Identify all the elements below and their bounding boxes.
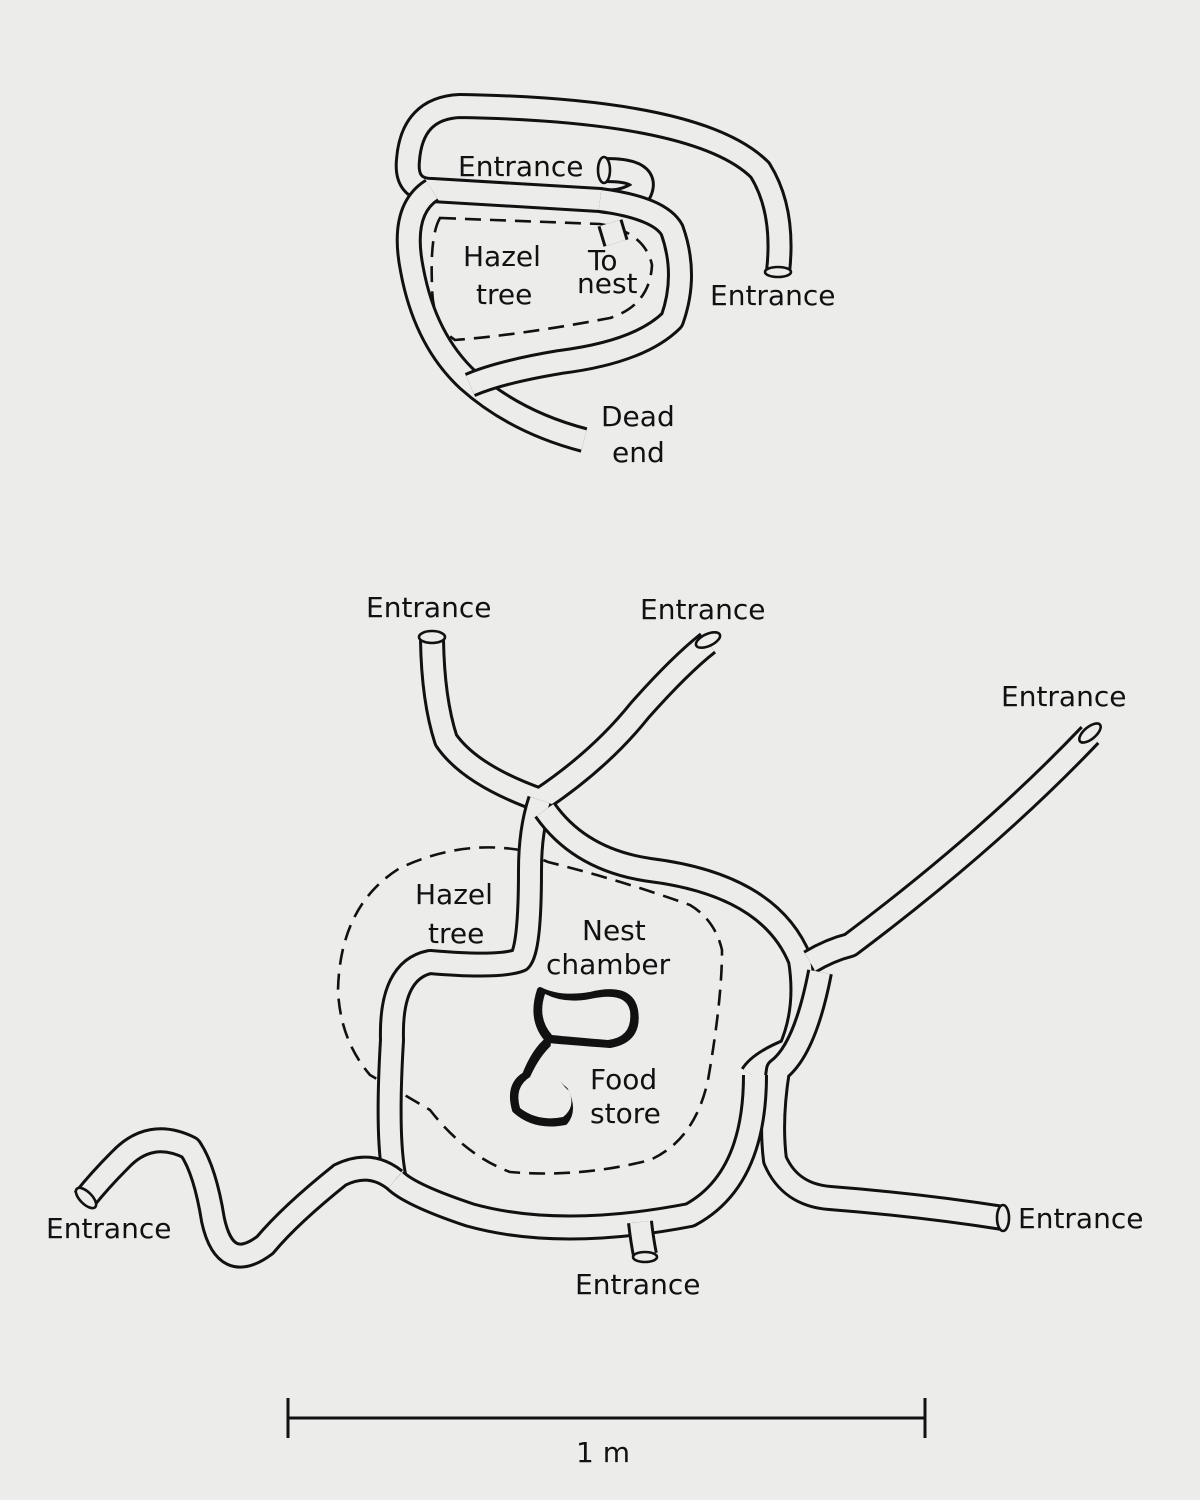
bottom-hazel-tree-label-2: tree (428, 917, 484, 950)
top-tunnels (394, 93, 793, 453)
bottom-hazel-tree-outline (336, 846, 724, 1175)
scale-bar-label: 1 m (576, 1436, 630, 1469)
bottom-hazel-tree-label: Hazel (415, 878, 493, 911)
top-to-nest-label: To (587, 244, 617, 277)
bottom-entrance-label-right: Entrance (1018, 1202, 1143, 1235)
bottom-entrance-label-left: Entrance (46, 1212, 171, 1245)
top-entrance-label-left: Entrance (458, 150, 583, 183)
bottom-entrance-opening-right (995, 1203, 1011, 1233)
bottom-entrance-opening-left (74, 1186, 98, 1210)
top-hazel-tree-label-2: tree (476, 278, 532, 311)
top-dead-end-label-2: end (612, 436, 665, 469)
food-store-label: Food (590, 1063, 657, 1096)
bottom-entrance-opening-top-left (417, 629, 447, 645)
food-store-chamber (510, 1037, 573, 1127)
top-burrow-diagram: Entrance Entrance Hazel tree To nest Dea… (394, 93, 835, 469)
bottom-entrance-label-bottom: Entrance (575, 1268, 700, 1301)
bottom-entrance-opening-top-right (1078, 722, 1102, 744)
nest-chamber-label: Nest (582, 914, 646, 947)
nest-chamber-label-2: chamber (546, 948, 671, 981)
bottom-entrance-label-top-left: Entrance (366, 591, 491, 624)
bottom-entrance-label-top-right: Entrance (1001, 680, 1126, 713)
scale-bar: 1 m (286, 1398, 927, 1469)
top-entrance-label-right: Entrance (710, 279, 835, 312)
bottom-entrance-opening-bottom (631, 1250, 659, 1264)
food-store-label-2: store (590, 1097, 661, 1130)
top-entrance-opening-left (596, 155, 612, 185)
bottom-entrance-label-top-middle: Entrance (640, 593, 765, 626)
nest-chamber (533, 987, 639, 1048)
top-entrance-opening-right (763, 265, 793, 279)
top-to-nest-label-2: nest (577, 267, 638, 300)
bottom-tunnels (73, 632, 1100, 1269)
bottom-entrance-opening-top-middle (694, 630, 722, 650)
top-hazel-tree-label: Hazel (463, 240, 541, 273)
top-dead-end-label: Dead (601, 400, 675, 433)
top-hazel-tree-outline (430, 216, 654, 342)
bottom-burrow-diagram: Entrance Entrance Entrance Entrance Entr… (46, 591, 1143, 1301)
